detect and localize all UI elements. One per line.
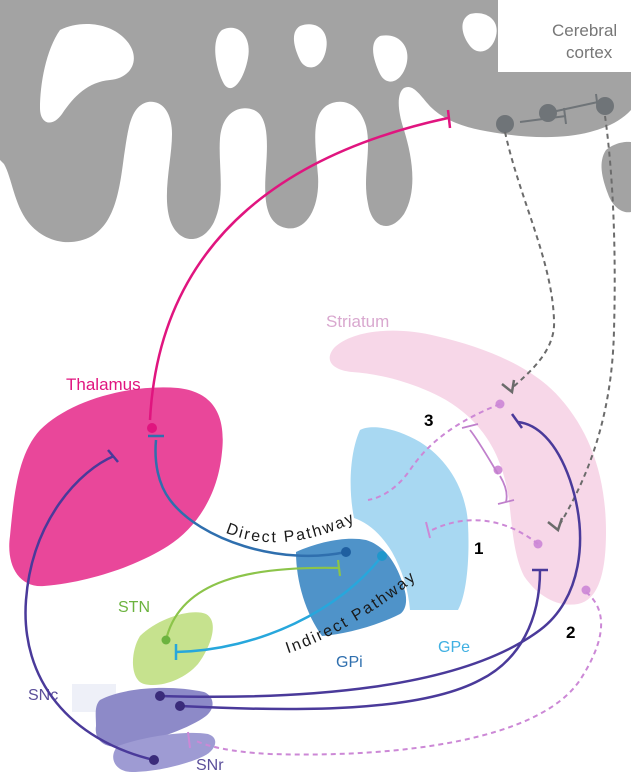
label-number-2: 2: [566, 623, 575, 642]
snc-neuron-2: [175, 701, 185, 711]
striatum-to-snr-dashed-2: [194, 592, 601, 755]
cortex-neuron-2: [539, 104, 557, 122]
cortex-label-line1: Cerebral: [552, 21, 617, 40]
label-number-1: 1: [474, 539, 483, 558]
thalamus-label: Thalamus: [66, 375, 141, 394]
gpe-neuron: [377, 551, 387, 561]
stn-label: STN: [118, 599, 150, 616]
snr-neuron: [149, 755, 159, 765]
cortex-to-striatum-dashed-1: [505, 132, 554, 388]
gpe-label: GPe: [438, 639, 470, 656]
striatum-label: Striatum: [326, 312, 389, 331]
gpi-label: GPi: [336, 654, 363, 671]
thalamus-terminal: [147, 423, 157, 433]
stn-neuron: [162, 636, 171, 645]
snr-label: SNr: [196, 757, 224, 774]
thalamus: [9, 387, 222, 586]
cortex-label-line2: cortex: [566, 43, 613, 62]
label-number-3: 3: [424, 411, 433, 430]
cortex-neuron-1: [496, 115, 514, 133]
snc-neuron-1: [155, 691, 165, 701]
cortex-neuron-3: [596, 97, 614, 115]
snc-label: SNc: [28, 687, 58, 704]
gpi-neuron: [341, 547, 351, 557]
